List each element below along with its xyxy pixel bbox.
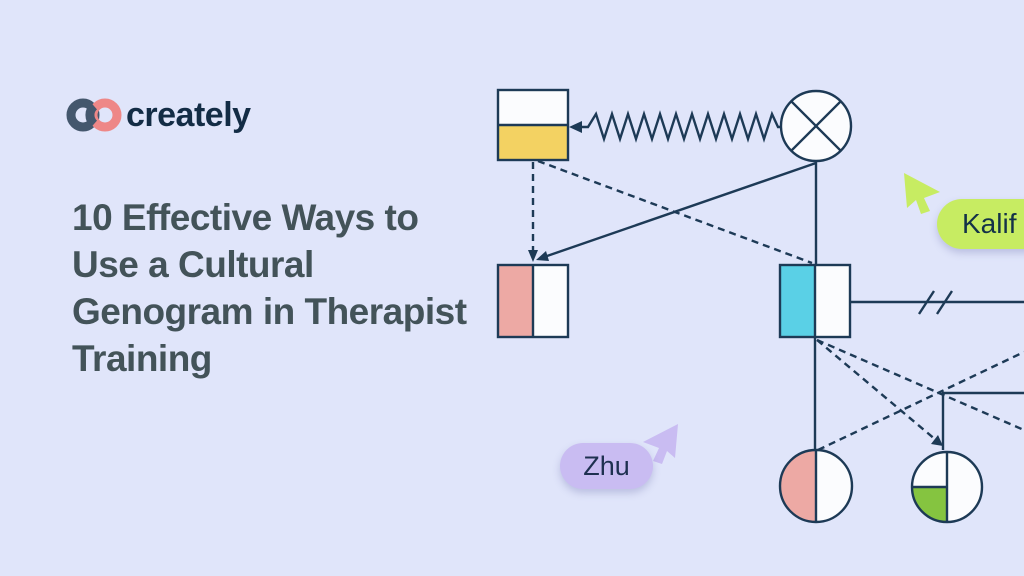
horizontal-link-cutoff	[851, 290, 1024, 315]
arrowhead-icon	[528, 250, 538, 262]
genogram-square-pink	[496, 263, 570, 339]
genogram-circle-pink	[778, 448, 854, 524]
dashed-link-to-edge	[816, 338, 1024, 432]
creately-logo-icon	[66, 98, 122, 132]
creately-logo: creately	[64, 94, 251, 136]
genogram-square-yellow	[496, 88, 570, 162]
elbow-link	[941, 391, 1024, 450]
title-line: Use a Cultural	[72, 244, 314, 285]
arrowhead-icon	[569, 121, 582, 133]
arrowhead-icon	[536, 251, 549, 261]
arrowhead-icon	[931, 435, 943, 446]
dashed-arrow-to-green-circle	[816, 339, 943, 446]
title-line: Training	[72, 338, 212, 379]
cursor-pointer-kalif-icon	[904, 173, 940, 214]
logo-ring-overlap	[85, 102, 98, 128]
cutoff-slash-icon	[917, 290, 936, 315]
title-line: Genogram in Therapist	[72, 291, 467, 332]
dashed-vertical-link	[528, 162, 538, 262]
collaborator-name: Zhu	[583, 450, 630, 481]
genogram-circle-crossed	[779, 89, 853, 163]
title-line: 10 Effective Ways to	[72, 197, 419, 238]
page-title: 10 Effective Ways to Use a Cultural Geno…	[72, 194, 502, 382]
collaborator-label-zhu: Zhu	[560, 443, 653, 489]
dashed-diagonal-link	[537, 159, 813, 265]
cutoff-slash-icon	[935, 290, 954, 315]
dashed-link-pink-circle-to-edge	[817, 350, 1024, 452]
solid-diagonal-link	[536, 161, 817, 261]
genogram-circle-green	[910, 450, 984, 524]
creately-logo-text: creately	[126, 95, 251, 134]
zigzag-link	[569, 110, 781, 143]
collaborator-label-kalif: Kalif	[937, 199, 1024, 249]
collaborator-name: Kalif	[962, 208, 1017, 239]
cursor-pointer-zhu-icon	[643, 424, 678, 464]
genogram-square-cyan	[778, 263, 852, 339]
